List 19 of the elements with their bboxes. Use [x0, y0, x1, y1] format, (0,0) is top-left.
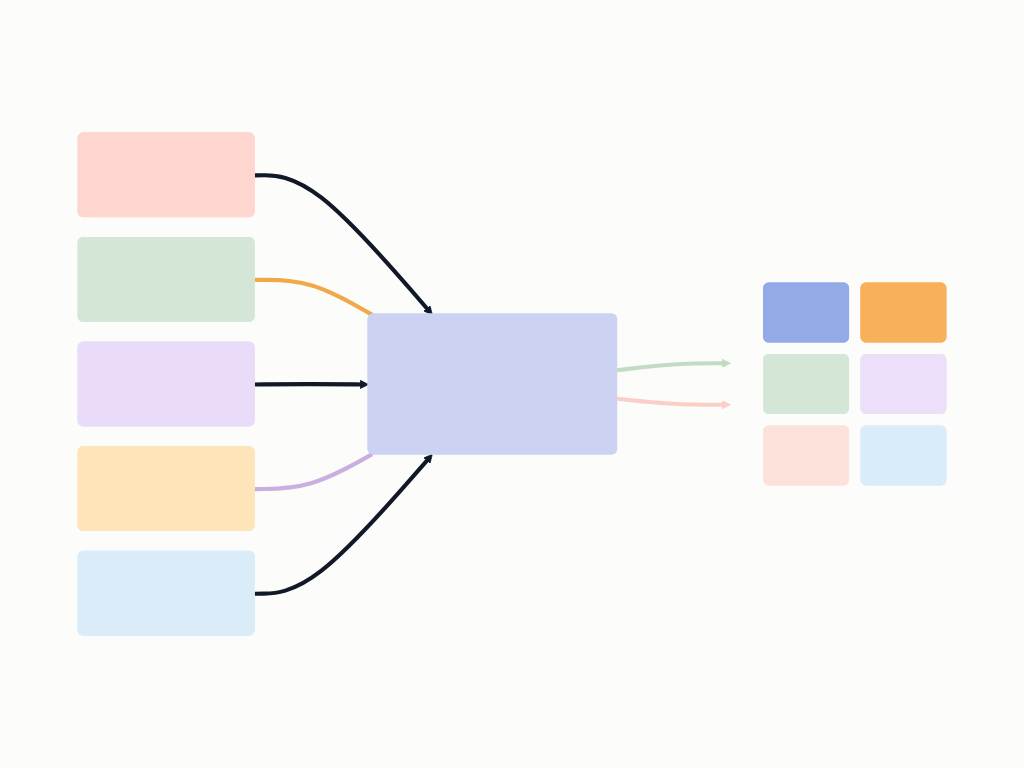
- output-tile: [763, 353, 850, 415]
- input-card: [77, 550, 255, 636]
- arrow: [254, 454, 433, 596]
- arrow: [616, 358, 731, 373]
- input-card: [77, 341, 255, 427]
- process-box: [367, 313, 618, 455]
- output-tile: [860, 282, 947, 343]
- connector-line: [254, 452, 374, 492]
- connector-line: [254, 277, 374, 317]
- output-tile: [763, 282, 850, 343]
- output-tile: [763, 425, 850, 486]
- arrow: [616, 396, 731, 410]
- input-card: [77, 132, 255, 218]
- output-tile: [860, 425, 947, 486]
- output-tile: [860, 353, 947, 415]
- arrow: [254, 173, 433, 316]
- input-card: [77, 446, 255, 532]
- arrow: [254, 379, 369, 389]
- input-card: [77, 236, 255, 322]
